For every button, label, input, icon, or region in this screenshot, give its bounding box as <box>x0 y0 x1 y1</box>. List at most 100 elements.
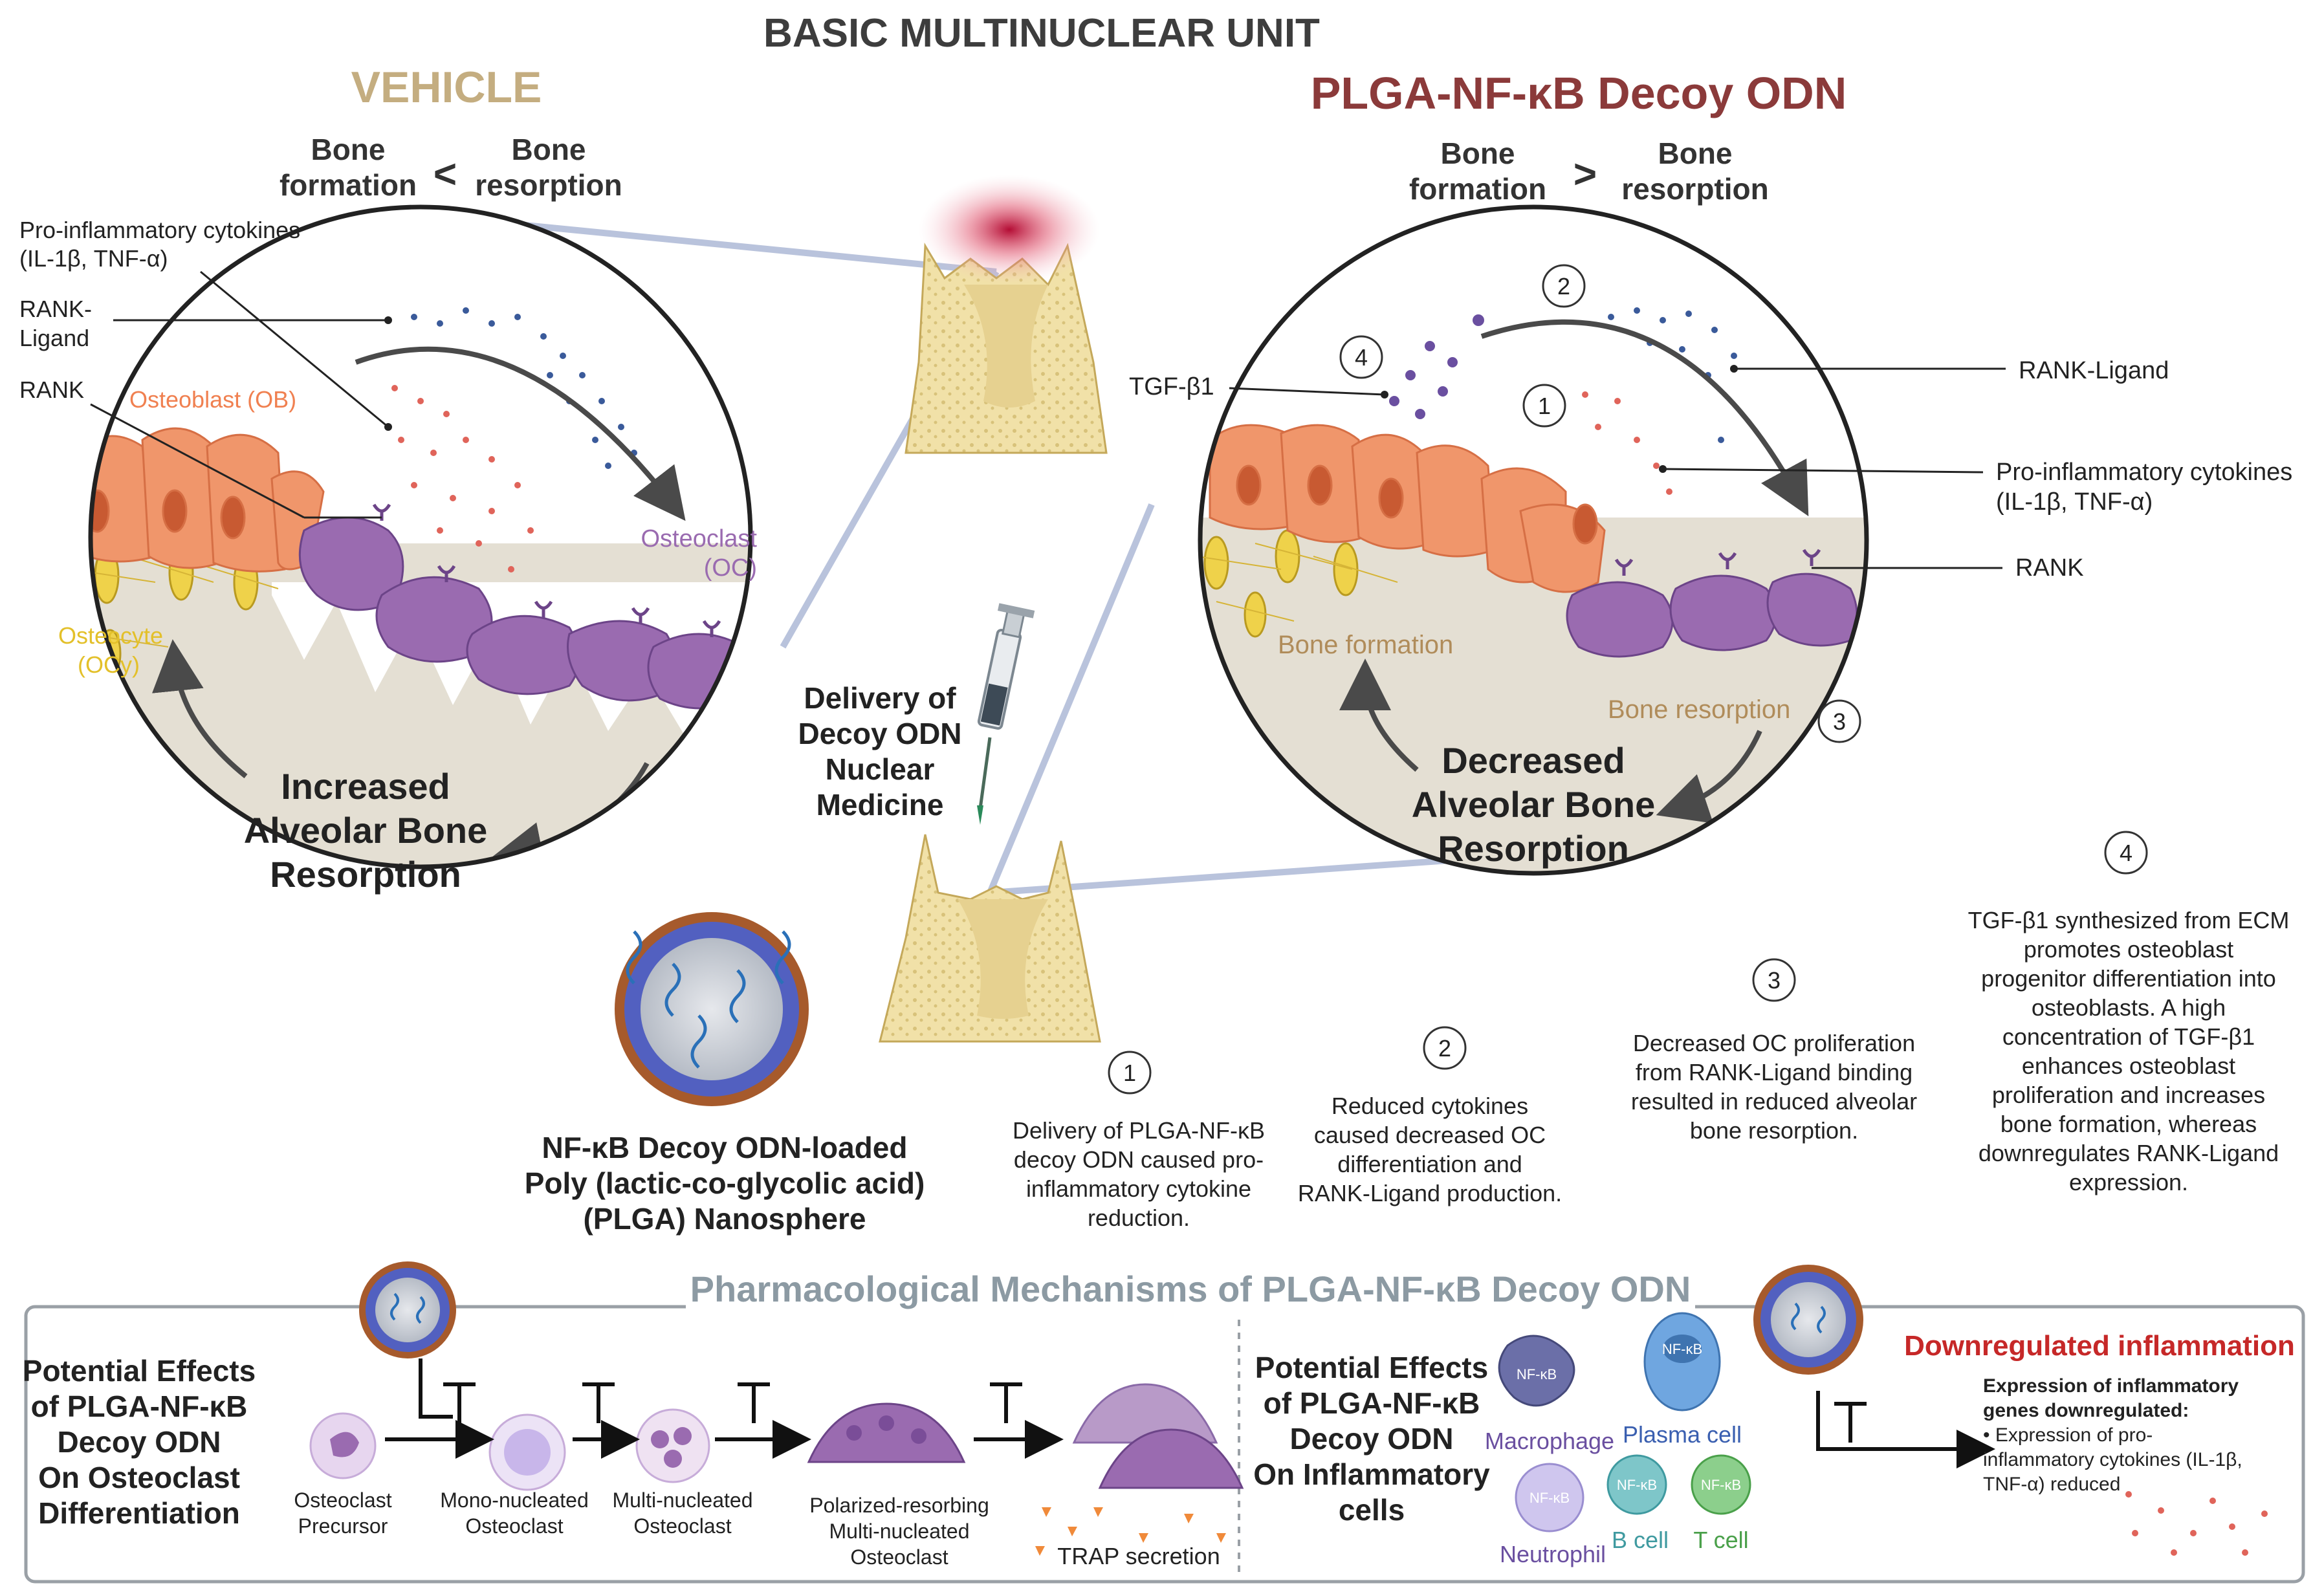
svg-text:reduction.: reduction. <box>1088 1205 1190 1231</box>
step-3-marker: 3 <box>1833 708 1846 735</box>
treated-rankl-label: RANK-Ligand <box>2019 357 2169 384</box>
svg-text:Reduced cytokines: Reduced cytokines <box>1332 1093 1528 1119</box>
svg-text:caused decreased OC: caused decreased OC <box>1314 1122 1546 1148</box>
neutrophil-cell: NF-κB <box>1515 1463 1584 1532</box>
step-markers <box>1339 264 1861 743</box>
neutrophil-label: Neutrophil <box>1500 1541 1606 1567</box>
syringe-icon <box>977 603 1035 825</box>
vehicle-ocy-label-1: Osteocyte <box>58 622 163 649</box>
multi-nucleated-osteoclast-cell <box>635 1408 710 1483</box>
svg-text:decoy ODN caused pro-: decoy ODN caused pro- <box>1014 1146 1264 1173</box>
svg-text:2: 2 <box>1438 1035 1451 1062</box>
vehicle-rankl-label-2: Ligand <box>19 325 89 351</box>
svg-text:resulted in reduced alveolar: resulted in reduced alveolar <box>1631 1088 1917 1115</box>
mono-nucleated-osteoclast-cell <box>488 1413 566 1491</box>
macrophage-label: Macrophage <box>1485 1428 1614 1454</box>
expression-item-2: inflammatory cytokines (IL-1β, <box>1983 1449 2242 1470</box>
svg-text:expression.: expression. <box>2069 1169 2188 1195</box>
svg-text:NF-κB: NF-κB <box>1517 1366 1557 1382</box>
nanosphere-large <box>615 912 809 1106</box>
plasma-label: Plasma cell <box>1623 1421 1742 1448</box>
vehicle-ob-label: Osteoblast (OB) <box>129 386 296 413</box>
vehicle-rank-label: RANK <box>19 376 84 403</box>
left-heading-5: Differentiation <box>38 1496 240 1530</box>
svg-text:Delivery of PLGA-NF-κB: Delivery of PLGA-NF-κB <box>1013 1117 1265 1144</box>
treated-bone-formation-label: Bone formation <box>1278 631 1453 659</box>
rank-receptors <box>372 503 721 637</box>
note-4: 4 TGF-β1 synthesized from ECM promotes o… <box>1968 831 2290 1195</box>
inflamed-bone <box>904 175 1108 454</box>
svg-text:TGF-β1 synthesized from ECM: TGF-β1 synthesized from ECM <box>1968 907 2290 933</box>
nanosphere-caption-2: Poly (lactic-co-glycolic acid) <box>525 1166 925 1200</box>
svg-text:promotes osteoblast: promotes osteoblast <box>2024 936 2233 963</box>
treated-compare-op: > <box>1573 152 1597 197</box>
reduced-cytokine-dots <box>2125 1491 2268 1556</box>
b-cell: NF-κB <box>1606 1454 1667 1515</box>
vehicle-compare-op: < <box>433 152 457 197</box>
left-heading-1: Potential Effects <box>23 1354 256 1388</box>
left-heading-4: On Osteoclast <box>38 1461 240 1494</box>
expression-item-1: • Expression of pro- <box>1983 1424 2153 1446</box>
trap-label: TRAP secretion <box>1057 1543 1220 1569</box>
svg-text:enhances osteoblast: enhances osteoblast <box>2022 1052 2235 1079</box>
left-heading-2: of PLGA-NF-κB <box>31 1390 248 1423</box>
svg-text:concentration of TGF-β1: concentration of TGF-β1 <box>2002 1023 2255 1050</box>
treated-result-1: Decreased <box>1442 740 1625 781</box>
step-2-marker: 2 <box>1557 273 1570 300</box>
inhibitor-marks <box>443 1382 1022 1423</box>
treated-cytokines-label-2: (IL-1β, TNF-α) <box>1996 488 2153 516</box>
right-heading-1: Potential Effects <box>1255 1351 1488 1384</box>
b-cell-label: B cell <box>1612 1527 1669 1553</box>
svg-text:progenitor differentiation int: progenitor differentiation into <box>1981 965 2276 992</box>
expression-item-3: TNF-α) reduced <box>1983 1474 2120 1495</box>
svg-text:1: 1 <box>1123 1060 1136 1086</box>
stage-1-label-1: Osteoclast <box>294 1488 391 1512</box>
stage-2-label-1: Mono-nucleated <box>440 1488 588 1512</box>
vehicle-heading: VEHICLE <box>351 63 542 112</box>
stage-1-label-2: Precursor <box>298 1514 388 1538</box>
svg-text:proliferation and increases: proliferation and increases <box>1992 1082 2265 1108</box>
mechanisms-title: Pharmacological Mechanisms of PLGA-NF-κB… <box>690 1269 1691 1309</box>
delivery-label-3: Nuclear <box>826 752 935 786</box>
svg-text:RANK-Ligand production.: RANK-Ligand production. <box>1298 1180 1562 1206</box>
downregulation-arrow <box>1816 1391 1995 1468</box>
cytokine-dots <box>391 385 534 572</box>
svg-text:Decreased OC proliferation: Decreased OC proliferation <box>1633 1030 1915 1056</box>
treated-compare-right-2: resorption <box>1621 172 1768 206</box>
vehicle-compare-right-1: Bone <box>512 133 586 166</box>
treated-compare-left-2: formation <box>1409 172 1546 206</box>
nanosphere-caption-1: NF-κB Decoy ODN-loaded <box>542 1131 908 1164</box>
svg-text:NF-κB: NF-κB <box>1662 1341 1702 1357</box>
polarized-osteoclast-cell <box>807 1402 966 1463</box>
vehicle-oc-label-2: (OC) <box>704 554 757 582</box>
vehicle-result-3: Resorption <box>270 854 461 895</box>
macrophage-cell: NF-κB <box>1498 1335 1575 1407</box>
svg-text:bone formation, whereas: bone formation, whereas <box>2001 1111 2257 1137</box>
vehicle-cytokines-label-2: (IL-1β, TNF-α) <box>19 245 168 272</box>
svg-text:differentiation and: differentiation and <box>1337 1151 1522 1177</box>
svg-text:NF-κB: NF-κB <box>1529 1490 1570 1506</box>
trap-osteoclast-cells <box>1035 1383 1244 1556</box>
vehicle-cytokines-label-1: Pro-inflammatory cytokines <box>19 217 300 243</box>
treated-result-2: Alveolar Bone <box>1412 784 1656 825</box>
vehicle-compare-right-2: resorption <box>475 168 622 202</box>
plasma-cell: NF-κB <box>1643 1312 1721 1412</box>
page-title: BASIC MULTINUCLEAR UNIT <box>763 11 1320 56</box>
svg-text:downregulates RANK-Ligand: downregulates RANK-Ligand <box>1979 1140 2279 1166</box>
delivery-label-1: Delivery of <box>804 681 956 715</box>
step-4-marker: 4 <box>1355 344 1368 371</box>
treated-bone-resorption-label: Bone resorption <box>1608 695 1790 724</box>
vehicle-rankl-label-1: RANK- <box>19 296 92 322</box>
treated-rank-label: RANK <box>2015 554 2084 582</box>
osteoclast-precursor-cell <box>309 1412 377 1479</box>
svg-text:inflammatory cytokine: inflammatory cytokine <box>1026 1175 1251 1202</box>
note-1: 1 Delivery of PLGA-NF-κB decoy ODN cause… <box>1013 1051 1265 1231</box>
treated-tgf-label: TGF-β1 <box>1129 373 1214 400</box>
treated-bone <box>879 834 1101 1043</box>
stage-4-label-3: Osteoclast <box>850 1545 948 1569</box>
svg-text:4: 4 <box>2120 840 2132 866</box>
note-2: 2 Reduced cytokines caused decreased OC … <box>1298 1026 1562 1206</box>
treated-result-3: Resorption <box>1438 828 1629 869</box>
right-heading-5: cells <box>1339 1493 1405 1527</box>
